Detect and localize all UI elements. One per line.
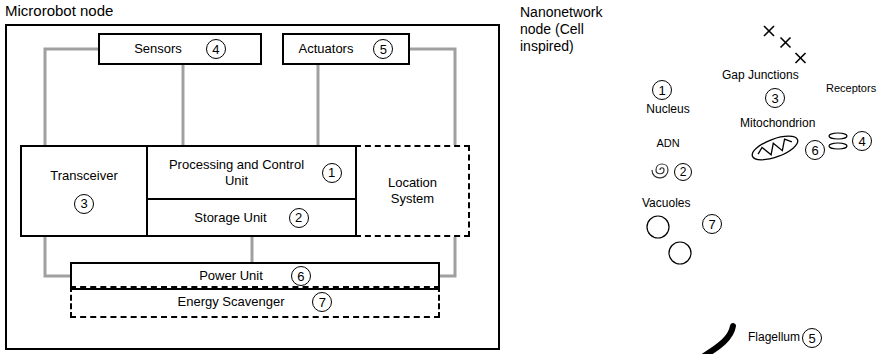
- gap-junction-symbols: [764, 26, 806, 63]
- callout-number: 1: [322, 163, 342, 183]
- cell-shape: [628, 22, 838, 328]
- node-heading: Nanonetwork node (Cell inspired): [520, 4, 620, 54]
- cell-outline: [629, 23, 837, 327]
- callout-number: 2: [289, 208, 309, 228]
- box-label: Storage Unit: [194, 210, 266, 226]
- node-title: Microrobot node: [5, 2, 113, 20]
- box-label: Sensors: [134, 41, 182, 57]
- connector-line: [45, 49, 98, 145]
- callout-number: 3: [74, 194, 94, 214]
- connector-line: [410, 49, 455, 145]
- dna-spiral: [652, 164, 668, 178]
- part-label: Flagellum: [748, 330, 800, 344]
- box-content: Processing and Control Unit 1: [148, 147, 355, 198]
- box-content: Transceiver 3: [22, 147, 146, 235]
- receptor-symbols: [829, 133, 847, 149]
- actuators-box: Actuators 5: [282, 33, 410, 65]
- callout-number: 6: [805, 140, 825, 160]
- connector-line: [45, 237, 70, 276]
- callout-number: 7: [702, 214, 722, 234]
- callout-number: 5: [373, 39, 393, 59]
- location-box: Location System: [355, 145, 470, 237]
- box-label: Energy Scavenger: [178, 294, 285, 310]
- box-label: Power Unit: [199, 268, 263, 284]
- cell-outline: Nanonetwork node (Cell inspired)1Nucleus…: [628, 22, 838, 328]
- box-label: Location System: [373, 175, 453, 206]
- storage-box: Storage Unit 2: [146, 198, 357, 237]
- callout-number: 4: [206, 39, 226, 59]
- callout-number: 3: [765, 88, 785, 108]
- box-content: Actuators 5: [284, 35, 408, 63]
- box-label: Actuators: [299, 41, 354, 57]
- flagellum-symbol: [704, 326, 733, 354]
- connector-line: [251, 237, 254, 262]
- transceiver-box: Transceiver 3: [20, 145, 148, 237]
- part-label: Gap Junctions: [722, 68, 799, 82]
- organelle-label: Nucleus: [630, 102, 706, 116]
- connector-line: [317, 65, 320, 145]
- dna-label: ADN: [640, 137, 696, 150]
- box-content: Sensors 4: [100, 35, 260, 63]
- connector-line: [182, 65, 185, 145]
- callout-number: 5: [802, 328, 822, 348]
- part-label: Mitochondrion: [740, 116, 815, 130]
- box-label: Processing and Control Unit: [162, 157, 312, 188]
- part-label: Vacuoles: [642, 196, 690, 210]
- processing-box: Processing and Control Unit 1: [146, 145, 357, 200]
- box-content: Location System: [357, 147, 468, 235]
- vacuole-symbols: [647, 216, 691, 264]
- box-content: Storage Unit 2: [148, 200, 355, 235]
- sensors-box: Sensors 4: [98, 33, 262, 65]
- box-content: Power Unit 6: [72, 264, 438, 288]
- energy-box: Energy Scavenger 7: [70, 286, 440, 318]
- callout-number: 4: [852, 131, 872, 151]
- microrobot-node-frame: Microrobot nodeSensors4Actuators5Transce…: [5, 24, 500, 350]
- nucleus-outline: [641, 131, 695, 189]
- connector-line: [440, 237, 455, 276]
- box-content: Energy Scavenger 7: [72, 288, 438, 316]
- callout-number: 1: [652, 80, 672, 100]
- callout-number: 7: [312, 292, 332, 312]
- box-label: Transceiver: [50, 168, 117, 184]
- mitochondrion-symbol: [749, 131, 800, 164]
- part-label: Receptors: [826, 82, 876, 95]
- nucleus: 1NucleusADN2: [640, 130, 696, 190]
- callout-number: 6: [291, 266, 311, 286]
- callout-number: 2: [674, 163, 692, 181]
